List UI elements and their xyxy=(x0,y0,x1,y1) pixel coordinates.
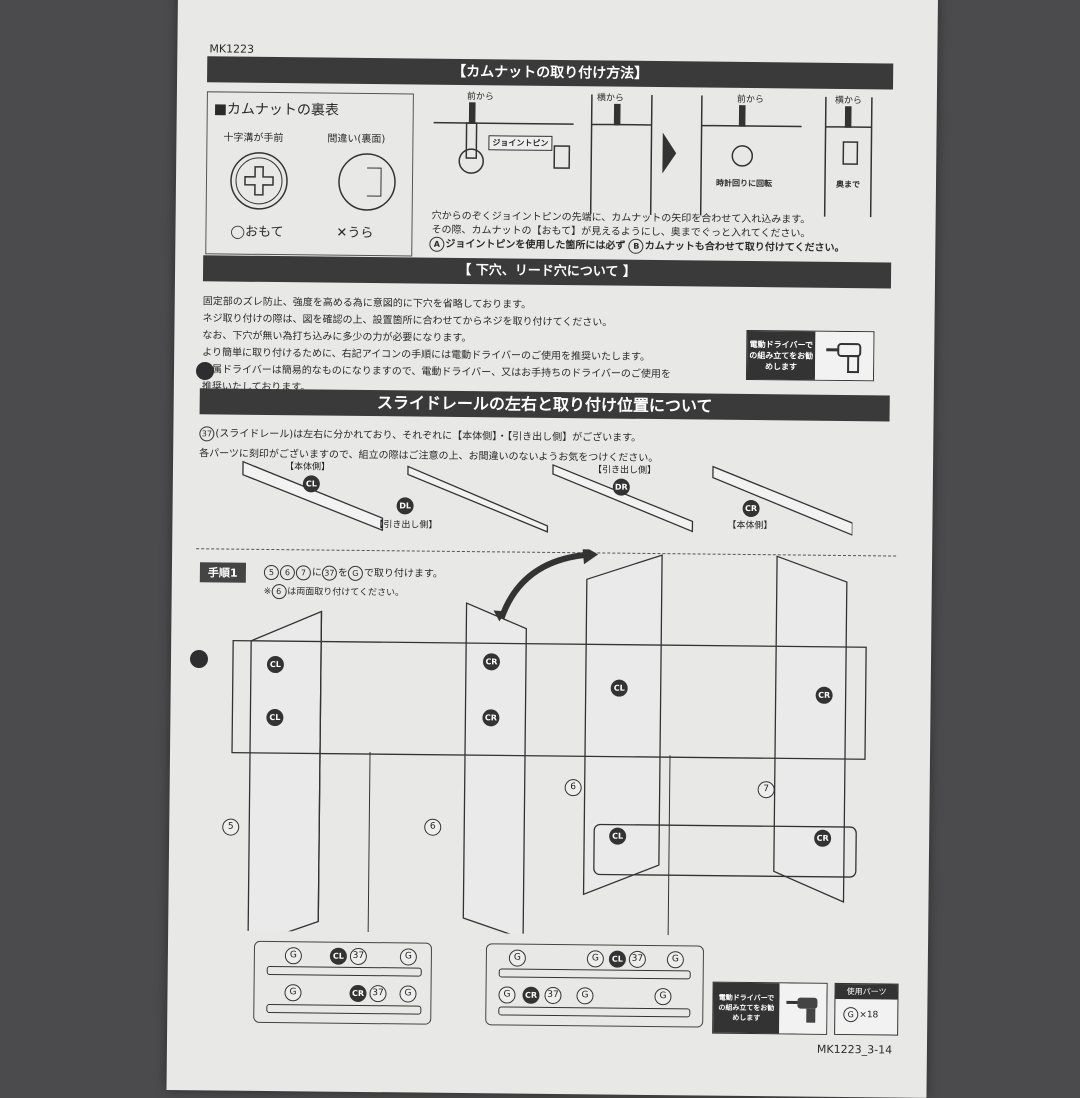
view-label: 横から xyxy=(596,93,624,104)
rail-code: CL xyxy=(610,679,628,697)
screw-tag: G xyxy=(586,950,604,968)
rail-code: CR xyxy=(814,829,832,847)
rail-number: 37 xyxy=(369,985,387,1003)
drill-badge-text: 電動ドライバーでの組み立てをお勧めします xyxy=(713,982,780,1034)
section-title-slide-rail: スライドレールの左右と取り付け位置について xyxy=(199,388,890,422)
note-b: カムナットも合わせて取り付けてください。 xyxy=(644,240,845,254)
panel-label: 6 xyxy=(564,779,582,797)
panel-label: 5 xyxy=(222,818,240,836)
rail-code: CL xyxy=(266,708,284,727)
screw-tag: G xyxy=(576,987,594,1005)
screw-tag: G xyxy=(654,988,672,1006)
drill-icon xyxy=(785,997,817,1023)
slide-rails-diagram xyxy=(242,460,854,537)
assembly-diagram xyxy=(231,545,867,938)
joint-pin-label: ジョイントピン xyxy=(488,135,553,151)
rail-code-dr: DR xyxy=(612,478,630,496)
section-title-pilot-holes: 【 下穴、リード穴について 】 xyxy=(202,255,892,289)
rail-shape xyxy=(498,968,691,980)
rail-side: 【引き出し側】 xyxy=(592,465,657,477)
binder-hole xyxy=(190,650,208,668)
camnut-sides-box: ■カムナットの裏表 十字溝が手前 間違い(裏面) ◯おもて ✕うら xyxy=(205,91,414,257)
parts-code: G xyxy=(843,1007,859,1023)
rail-number: 37 xyxy=(628,950,646,968)
binder-hole xyxy=(196,362,214,380)
correct-caption: 十字溝が手前 xyxy=(223,132,284,145)
rail-side: 【本体側】 xyxy=(727,520,773,532)
drill-badge-small: 電動ドライバーでの組み立てをお勧めします xyxy=(712,981,828,1035)
parts-used-title: 使用パーツ xyxy=(835,983,898,1000)
rail-code: CL xyxy=(608,950,626,968)
part-37-marker: 37 xyxy=(199,426,215,442)
marker-b: B xyxy=(628,238,644,254)
screw-tag: G xyxy=(498,986,516,1004)
rail-code: CR xyxy=(349,984,367,1003)
screw-tag: G xyxy=(284,984,302,1002)
rail-code-cr: CR xyxy=(742,499,760,518)
camnut-steps-diagram xyxy=(433,94,873,218)
rail-shape xyxy=(498,1006,691,1018)
pilot-line: 固定部のズレ防止、強度を高める為に意図的に下穴を省略しております。 xyxy=(202,296,532,311)
wrong-caption: 間違い(裏面) xyxy=(327,133,386,146)
rail-line1-text: (スライドレール)は左右に分かれており、それぞれに【本体側】・【引き出し側】がご… xyxy=(215,428,642,444)
screw-tag: G xyxy=(399,948,417,966)
section-title-camnut: 【カムナットの取り付け方法】 xyxy=(207,56,894,90)
rail-code: CL xyxy=(329,947,347,965)
rail-code: CL xyxy=(609,827,627,845)
rail-side: 【本体側】 xyxy=(284,462,331,473)
screw-tag: G xyxy=(508,949,526,967)
doc-code: MK1223 xyxy=(209,42,255,56)
box-title: ■カムナットの裏表 xyxy=(213,101,340,119)
rail-code-dl: DL xyxy=(396,497,414,515)
camnut-front-back-icon xyxy=(230,152,396,211)
rail-code: CR xyxy=(815,686,833,704)
drill-icon xyxy=(826,342,862,374)
wrong-text: うら xyxy=(347,225,374,242)
view-label: 前から xyxy=(736,94,764,106)
rail-shape xyxy=(266,965,422,977)
screw-tag: G xyxy=(284,947,302,965)
instruction-sheet: MK1223 【カムナットの取り付け方法】 ■カムナットの裏表 十字溝が手前 間… xyxy=(166,0,938,1098)
marker-a: A xyxy=(429,236,445,252)
parts-used-row: G×18 xyxy=(835,999,897,1023)
rail-code: CR xyxy=(482,709,500,727)
rail-number: 37 xyxy=(349,947,367,966)
wrong-label: ✕うら xyxy=(336,225,374,242)
screw-tag: G xyxy=(666,951,684,969)
rotate-label: 時計回りに回転 xyxy=(715,178,773,189)
rail-shape xyxy=(266,1003,422,1015)
parts-used-box: 使用パーツ G×18 xyxy=(834,982,899,1036)
pilot-line: なお、下穴が無い為打ち込みに多少の力が必要になります。 xyxy=(202,330,472,345)
pilot-line: ネジ取り付けの際は、図を確認の上、設置箇所に合わせてからネジを取り付けてください… xyxy=(202,313,613,329)
rail-code: CR xyxy=(522,986,540,1004)
note-a: ジョイントピンを使用した箇所には必ず xyxy=(445,238,626,252)
view-label: 前から xyxy=(466,92,494,103)
page-code: MK1223_3-14 xyxy=(816,1042,893,1057)
drill-badge: 電動ドライバーでの組み立てをお勧めします xyxy=(745,329,875,382)
rail-detail-left: G CL 37 G G CR 37 G xyxy=(253,940,433,1025)
rail-side: 【引き出し側】 xyxy=(374,520,438,531)
parts-qty: ×18 xyxy=(859,1010,879,1021)
rail-code-cl: CL xyxy=(302,475,320,493)
rail-number: 37 xyxy=(544,986,562,1005)
depth-label: 奥まで xyxy=(835,179,861,190)
rail-code: CR xyxy=(482,653,501,671)
view-label: 横から xyxy=(834,95,862,107)
rail-code: CL xyxy=(266,655,285,674)
correct-text: おもて xyxy=(244,224,284,241)
rail-detail-right: G G CL 37 G G CR 37 G G xyxy=(485,943,705,1028)
panel-label: 7 xyxy=(757,781,775,799)
drill-badge-text: 電動ドライバーでの組み立てをお勧めします xyxy=(746,330,816,380)
panel-label: 6 xyxy=(424,818,442,836)
correct-label: ◯おもて xyxy=(230,224,284,241)
screw-tag: G xyxy=(399,985,417,1003)
rail-line1: 37(スライドレール)は左右に分かれており、それぞれに【本体側】・【引き出し側】… xyxy=(199,424,641,446)
